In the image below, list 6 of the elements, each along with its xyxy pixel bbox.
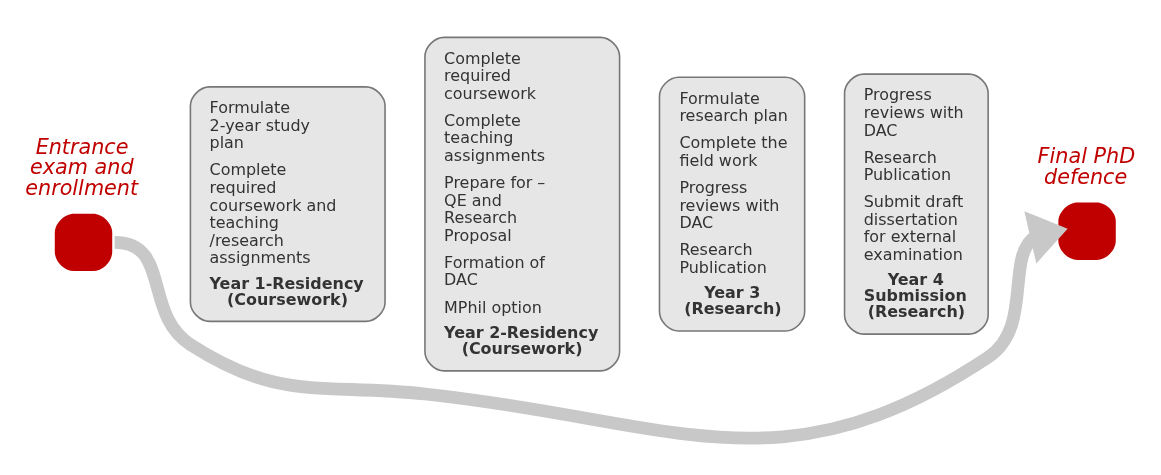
node-box: Progress reviews with DAC Research Publication Submit draft dissertation for external examination Year 4 Submission (Research): [843, 72, 989, 335]
node-label: Final PhD defence: [1037, 143, 1136, 189]
node-label: Entrance exam and enrollment: [25, 134, 139, 200]
node-box: Formulate 2-year study plan Complete required coursework and teaching /research assignments Year 1-Residency (Coursework): [189, 85, 386, 322]
node-box: Formulate research plan Complete the field work Progress reviews with DAC Research Publication Year 3 (Research): [658, 75, 806, 332]
node-box: Complete required coursework Complete teaching assignments Prepare for – QE and Research Proposal Formation of DAC MPhil option Year 2-Residency (Coursework): [424, 36, 621, 372]
